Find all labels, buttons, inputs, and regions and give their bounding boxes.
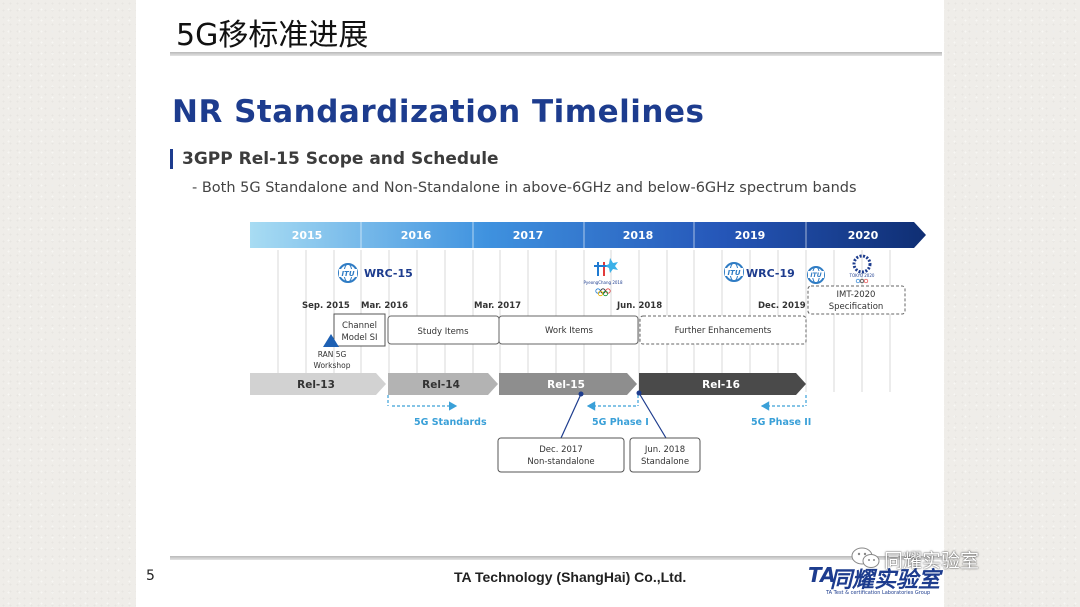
logo-text: 同耀实验室: [830, 567, 941, 593]
milestone-label: Dec. 2017: [539, 445, 582, 455]
year-label: 2020: [848, 229, 879, 242]
logo-subtext: TA Test & certification Laboratories Gro…: [826, 590, 931, 596]
milestone-dot: [636, 390, 642, 396]
workshop-label: Workshop: [313, 361, 350, 370]
date-label: Dec. 2019: [758, 301, 806, 311]
release-arrow-rel-16: [639, 373, 806, 395]
release-label: Rel-13: [297, 379, 335, 391]
itu-icon: ITU: [338, 263, 358, 283]
milestone-dot: [578, 391, 584, 397]
phase-box-channel-model: [333, 313, 386, 347]
milestone-label: Non-standalone: [527, 457, 594, 467]
slide: 5G移标准进展 NR Standardization Timelines 3GP…: [136, 0, 944, 607]
itu-icon: ITU: [807, 266, 825, 284]
release-label: Rel-16: [702, 379, 740, 391]
phase-box-further-enhancements: [639, 315, 807, 345]
phase-label: Model SI: [341, 333, 377, 343]
phase-label: Further Enhancements: [675, 326, 772, 336]
itu-icon: ITU: [724, 262, 744, 282]
workshop-marker: [323, 334, 339, 347]
tokyo-2020-emblem: [852, 254, 872, 284]
year-label: 2017: [513, 229, 544, 242]
phase-label: Study Items: [417, 327, 469, 337]
pyeongchang-emblem: [594, 258, 618, 297]
date-label: Jun. 2018: [616, 301, 662, 311]
phase-label: IMT-2020: [837, 290, 876, 300]
subtitle-text: - Both 5G Standalone and Non-Standalone …: [192, 180, 857, 196]
tokyo-2020-label: TOKYO 2020: [849, 273, 875, 278]
ta-logo-icon: TA: [808, 563, 836, 587]
date-label: Mar. 2017: [474, 301, 521, 311]
year-label: 2016: [401, 229, 432, 242]
watermark-text: 同耀实验室: [884, 550, 980, 572]
svg-text:ITU: ITU: [727, 269, 740, 277]
milestone-label: Standalone: [641, 457, 689, 467]
footer-divider: [170, 556, 942, 560]
header-divider: [170, 52, 942, 56]
wrc-19-label: WRC-19: [746, 267, 795, 280]
timeline-diagram: 2015 2016 2017 2018 2019 2020: [250, 222, 926, 473]
release-arrow-rel-14: [388, 373, 498, 395]
page-number: 5: [146, 568, 155, 584]
milestone-pointer: [560, 393, 582, 439]
phase-label: Specification: [829, 302, 884, 312]
main-title: NR Standardization Timelines: [172, 94, 705, 130]
year-label: 2018: [623, 229, 654, 242]
company-name: TA Technology (ShangHai) Co.,Ltd.: [454, 569, 687, 585]
date-label: Mar. 2016: [361, 301, 408, 311]
milestone-box-non-standalone: [497, 437, 625, 473]
wechat-icon: [851, 547, 880, 568]
standards-label: 5G Standards: [414, 417, 487, 428]
pyeongchang-label: PyeongChang 2018: [583, 280, 623, 285]
subtitle: 3GPP Rel-15 Scope and Schedule: [170, 149, 499, 169]
svg-text:ITU: ITU: [341, 270, 354, 278]
phase-label: Channel: [342, 321, 377, 331]
date-label: Sep. 2015: [302, 301, 350, 311]
svg-text:ITU: ITU: [810, 272, 821, 279]
release-label: Rel-14: [422, 379, 460, 391]
year-label: 2019: [735, 229, 766, 242]
standards-label: 5G Phase II: [751, 417, 811, 428]
year-bar: [250, 222, 926, 248]
milestone-box-standalone: [629, 437, 701, 473]
phase-box-imt-2020: [807, 285, 906, 315]
milestone-label: Jun. 2018: [644, 445, 685, 455]
phase-label: Work Items: [545, 326, 594, 336]
milestone-pointer: [638, 392, 667, 439]
standards-label: 5G Phase I: [592, 417, 649, 428]
slide-title: 5G移标准进展: [176, 18, 369, 53]
year-label: 2015: [292, 229, 323, 242]
release-label: Rel-15: [547, 379, 585, 391]
wrc-15-label: WRC-15: [364, 267, 413, 280]
phase-box-work-items: [498, 315, 639, 345]
release-arrow-rel-15: [499, 373, 637, 395]
year-separators: [360, 222, 807, 248]
workshop-label: RAN 5G: [318, 350, 347, 359]
release-arrow-rel-13: [250, 373, 386, 395]
